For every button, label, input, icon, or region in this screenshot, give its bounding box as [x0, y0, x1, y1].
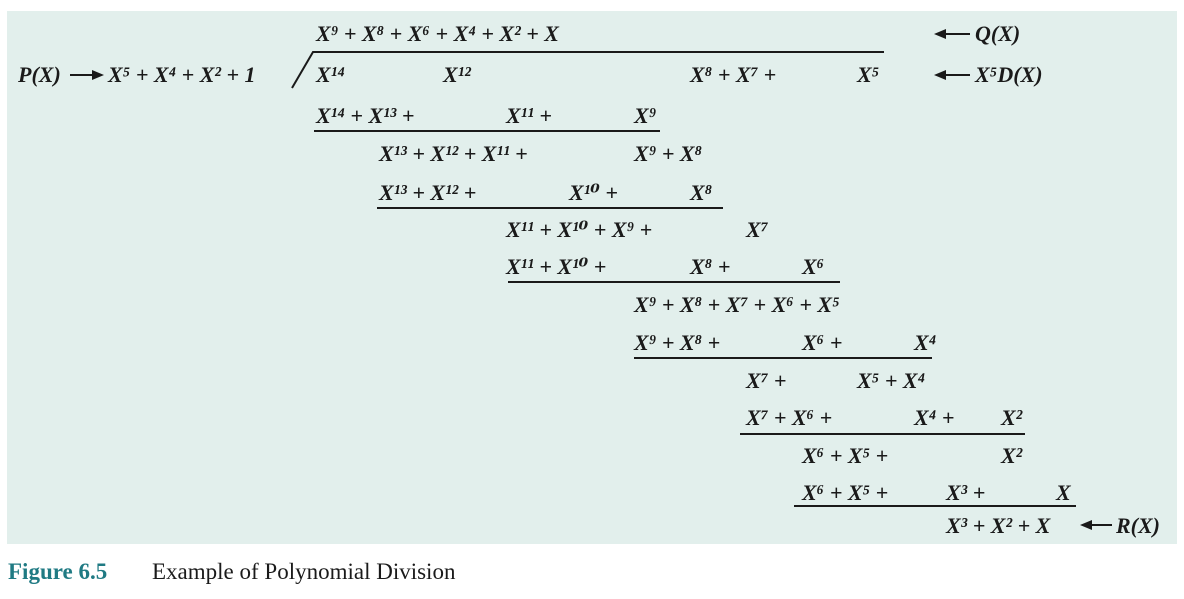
diagram-panel [7, 11, 1177, 544]
partial-remainder-4-part-a: X⁷ + [746, 368, 787, 393]
subtrahend-4-part-a: X⁹ + X⁸ + [634, 330, 721, 355]
remainder-arrow [1080, 520, 1112, 530]
subtrahend-3-part-a: X¹¹ + X¹⁰ + [506, 254, 607, 279]
quotient-polynomial: X⁹ + X⁸ + X⁶ + X⁴ + X² + X [316, 21, 559, 46]
subtraction-line-5 [740, 433, 1025, 435]
subtrahend-4-part-c: X⁴ [914, 330, 937, 355]
quotient-arrow [934, 29, 970, 39]
subtrahend-6-part-a: X⁶ + X⁵ + [802, 480, 889, 505]
subtrahend-5-part-c: X² [1001, 405, 1023, 430]
subtraction-line-6 [794, 505, 1076, 507]
subtrahend-1-part-b: X¹¹ + [506, 103, 552, 128]
partial-remainder-5-part-a: X⁶ + X⁵ + [802, 443, 889, 468]
subtrahend-1-part-c: X⁹ [634, 103, 657, 128]
dividend-term-x12: X¹² [443, 62, 471, 87]
subtraction-line-3 [508, 281, 840, 283]
subtraction-line-1 [314, 130, 660, 132]
subtrahend-3-part-c: X⁶ [802, 254, 825, 279]
dividend-term-x14: X¹⁴ [316, 62, 345, 87]
subtrahend-6-part-b: X³ + [946, 480, 986, 505]
dividend-term-x8x7: X⁸ + X⁷ + [690, 62, 777, 87]
dividend-name: X⁵D(X) [975, 62, 1043, 87]
figure-caption: Example of Polynomial Division [152, 559, 456, 584]
divisor-arrow [70, 70, 104, 80]
partial-remainder-2-part-b: X⁷ [746, 217, 769, 242]
subtrahend-3-part-b: X⁸ + [690, 254, 731, 279]
partial-remainder-2-part-a: X¹¹ + X¹⁰ + X⁹ + [506, 217, 653, 242]
subtrahend-2-part-c: X⁸ [690, 180, 713, 205]
partial-remainder-4-part-b: X⁵ + X⁴ [857, 368, 926, 393]
quotient-name: Q(X) [975, 21, 1021, 46]
subtrahend-6-part-c: X [1056, 480, 1071, 505]
remainder-polynomial: X³ + X² + X [946, 513, 1051, 538]
divisor-name: P(X) [18, 62, 61, 87]
partial-remainder-1-part-a: X¹³ + X¹² + X¹¹ + [379, 141, 528, 166]
divisor-polynomial: X⁵ + X⁴ + X² + 1 [108, 62, 256, 87]
subtraction-line-4 [634, 357, 932, 359]
figure-number: Figure 6.5 [8, 559, 108, 584]
subtraction-line-2 [377, 207, 723, 209]
remainder-name: R(X) [1116, 513, 1160, 538]
subtrahend-4-part-b: X⁶ + [802, 330, 843, 355]
subtrahend-5-part-a: X⁷ + X⁶ + [746, 405, 833, 430]
division-bracket [291, 51, 884, 89]
dividend-arrow [934, 70, 970, 80]
partial-remainder-5-part-b: X² [1001, 443, 1023, 468]
subtrahend-5-part-b: X⁴ + [914, 405, 955, 430]
partial-remainder-1-part-b: X⁹ + X⁸ [634, 141, 703, 166]
subtrahend-2-part-a: X¹³ + X¹² + [379, 180, 477, 205]
dividend-term-x5: X⁵ [857, 62, 880, 87]
partial-remainder-3: X⁹ + X⁸ + X⁷ + X⁶ + X⁵ [634, 292, 840, 317]
subtrahend-2-part-b: X¹⁰ + [569, 180, 618, 205]
subtrahend-1-part-a: X¹⁴ + X¹³ + [316, 103, 415, 128]
